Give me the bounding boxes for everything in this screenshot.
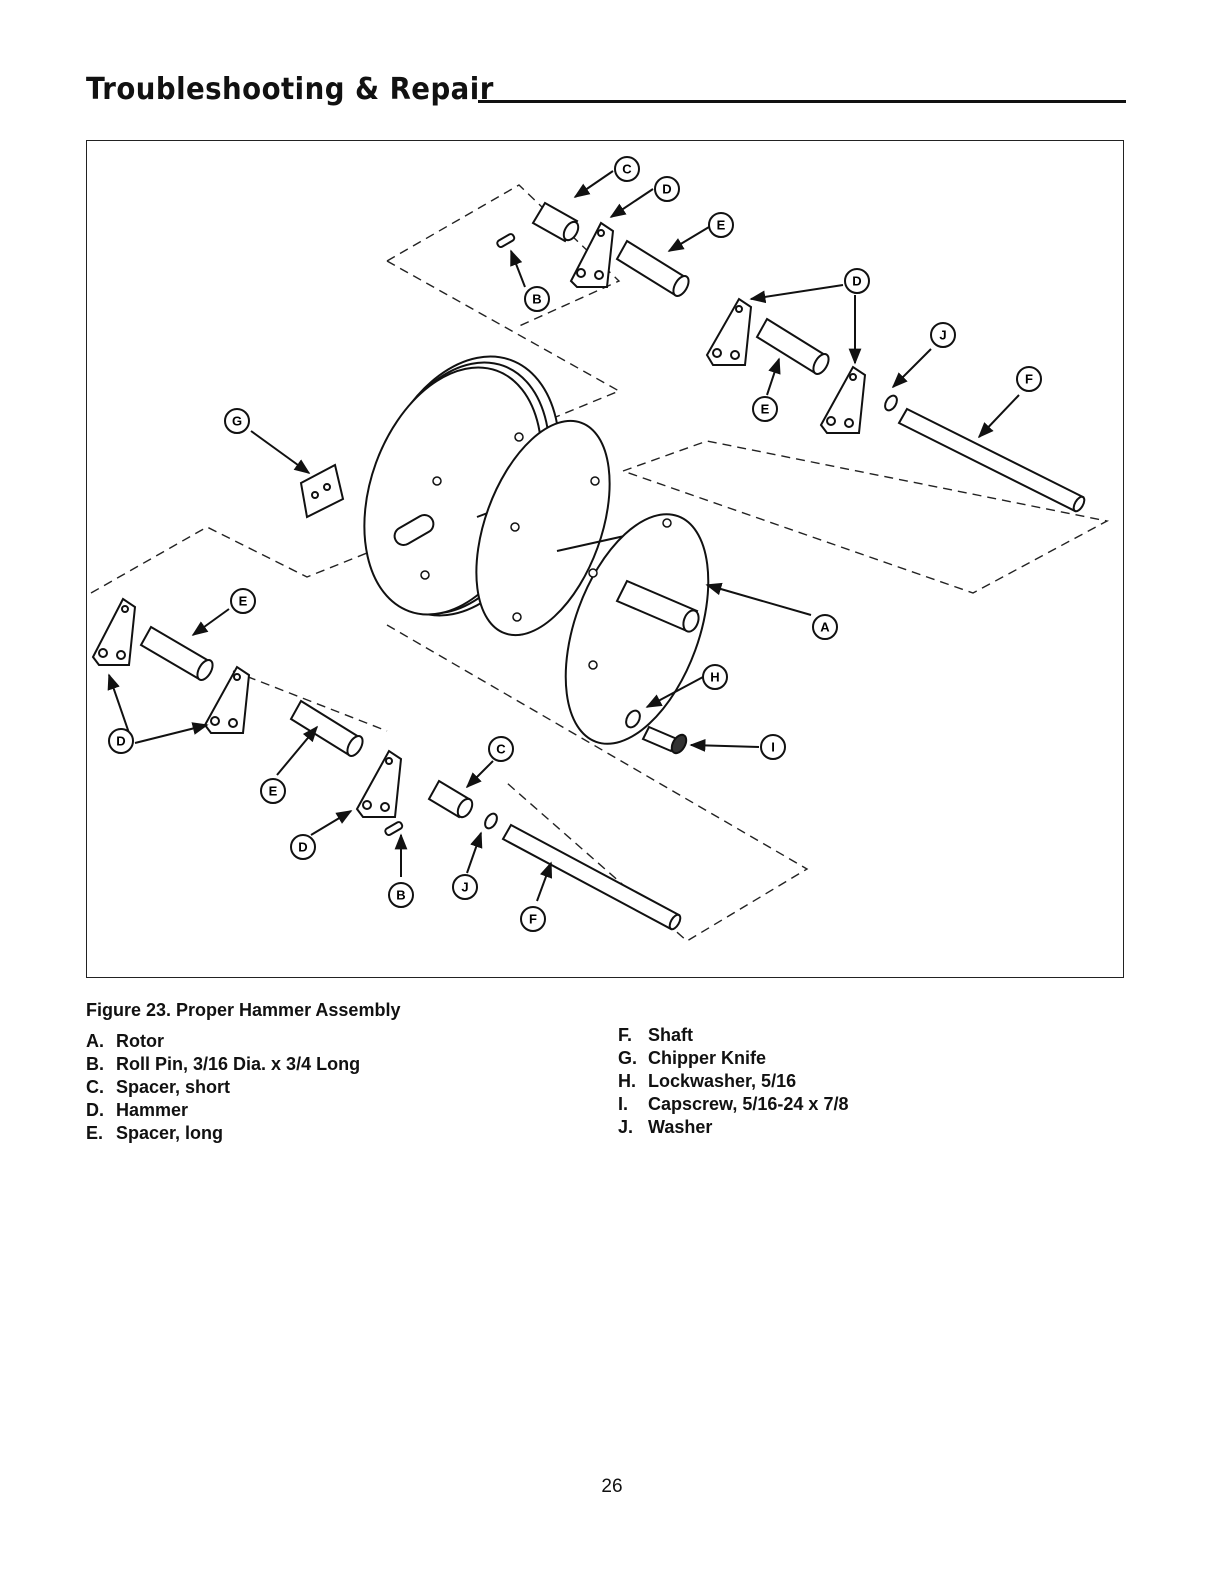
callout-d-lower: D	[298, 840, 307, 855]
callout-d-lower-left: D	[116, 734, 125, 749]
legend-item-h: H.Lockwasher, 5/16	[618, 1070, 848, 1093]
rotor	[332, 330, 736, 763]
callout-b-upper: B	[532, 292, 541, 307]
figure-frame: C D E B D J F E G A H I E D C E D B J F	[86, 140, 1124, 978]
callout-j-upper: J	[939, 328, 946, 343]
legend-item-g: G.Chipper Knife	[618, 1047, 848, 1070]
page-header: Troubleshooting & Repair	[86, 72, 1126, 112]
hammer-assembly-diagram: C D E B D J F E G A H I E D C E D B J F	[87, 141, 1125, 979]
legend-item-d: D.Hammer	[86, 1099, 360, 1122]
legend-item-b: B.Roll Pin, 3/16 Dia. x 3/4 Long	[86, 1053, 360, 1076]
callout-f-lower: F	[529, 912, 537, 927]
callout-c-upper: C	[622, 162, 632, 177]
callout-d-upper-right: D	[852, 274, 861, 289]
callout-e-lower: E	[269, 784, 278, 799]
legend-item-c: C.Spacer, short	[86, 1076, 360, 1099]
callout-b-lower: B	[396, 888, 405, 903]
legend-item-j: J.Washer	[618, 1116, 848, 1139]
legend-item-f: F.Shaft	[618, 1024, 848, 1047]
legend-item-a: A.Rotor	[86, 1030, 360, 1053]
callout-e-upper-right: E	[761, 402, 770, 417]
page-title: Troubleshooting & Repair	[86, 72, 494, 107]
callout-e-upper: E	[717, 218, 726, 233]
header-rule	[478, 100, 1126, 103]
page-number: 26	[0, 1476, 1224, 1498]
figure-caption: Figure 23. Proper Hammer Assembly	[86, 1000, 400, 1021]
callout-h: H	[710, 670, 719, 685]
legend-item-i: I.Capscrew, 5/16-24 x 7/8	[618, 1093, 848, 1116]
assembly-guide-lines	[91, 185, 1107, 941]
legend-left-column: A.Rotor B.Roll Pin, 3/16 Dia. x 3/4 Long…	[86, 1030, 360, 1145]
callout-d-upper: D	[662, 182, 671, 197]
callout-i: I	[771, 740, 775, 755]
callout-f-upper: F	[1025, 372, 1033, 387]
callout-g: G	[232, 414, 242, 429]
callout-c-lower: C	[496, 742, 506, 757]
callout-j-lower: J	[461, 880, 468, 895]
legend-item-e: E.Spacer, long	[86, 1122, 360, 1145]
callout-a: A	[820, 620, 830, 635]
callout-e-lower-left: E	[239, 594, 248, 609]
legend-right-column: F.Shaft G.Chipper Knife H.Lockwasher, 5/…	[618, 1024, 848, 1139]
